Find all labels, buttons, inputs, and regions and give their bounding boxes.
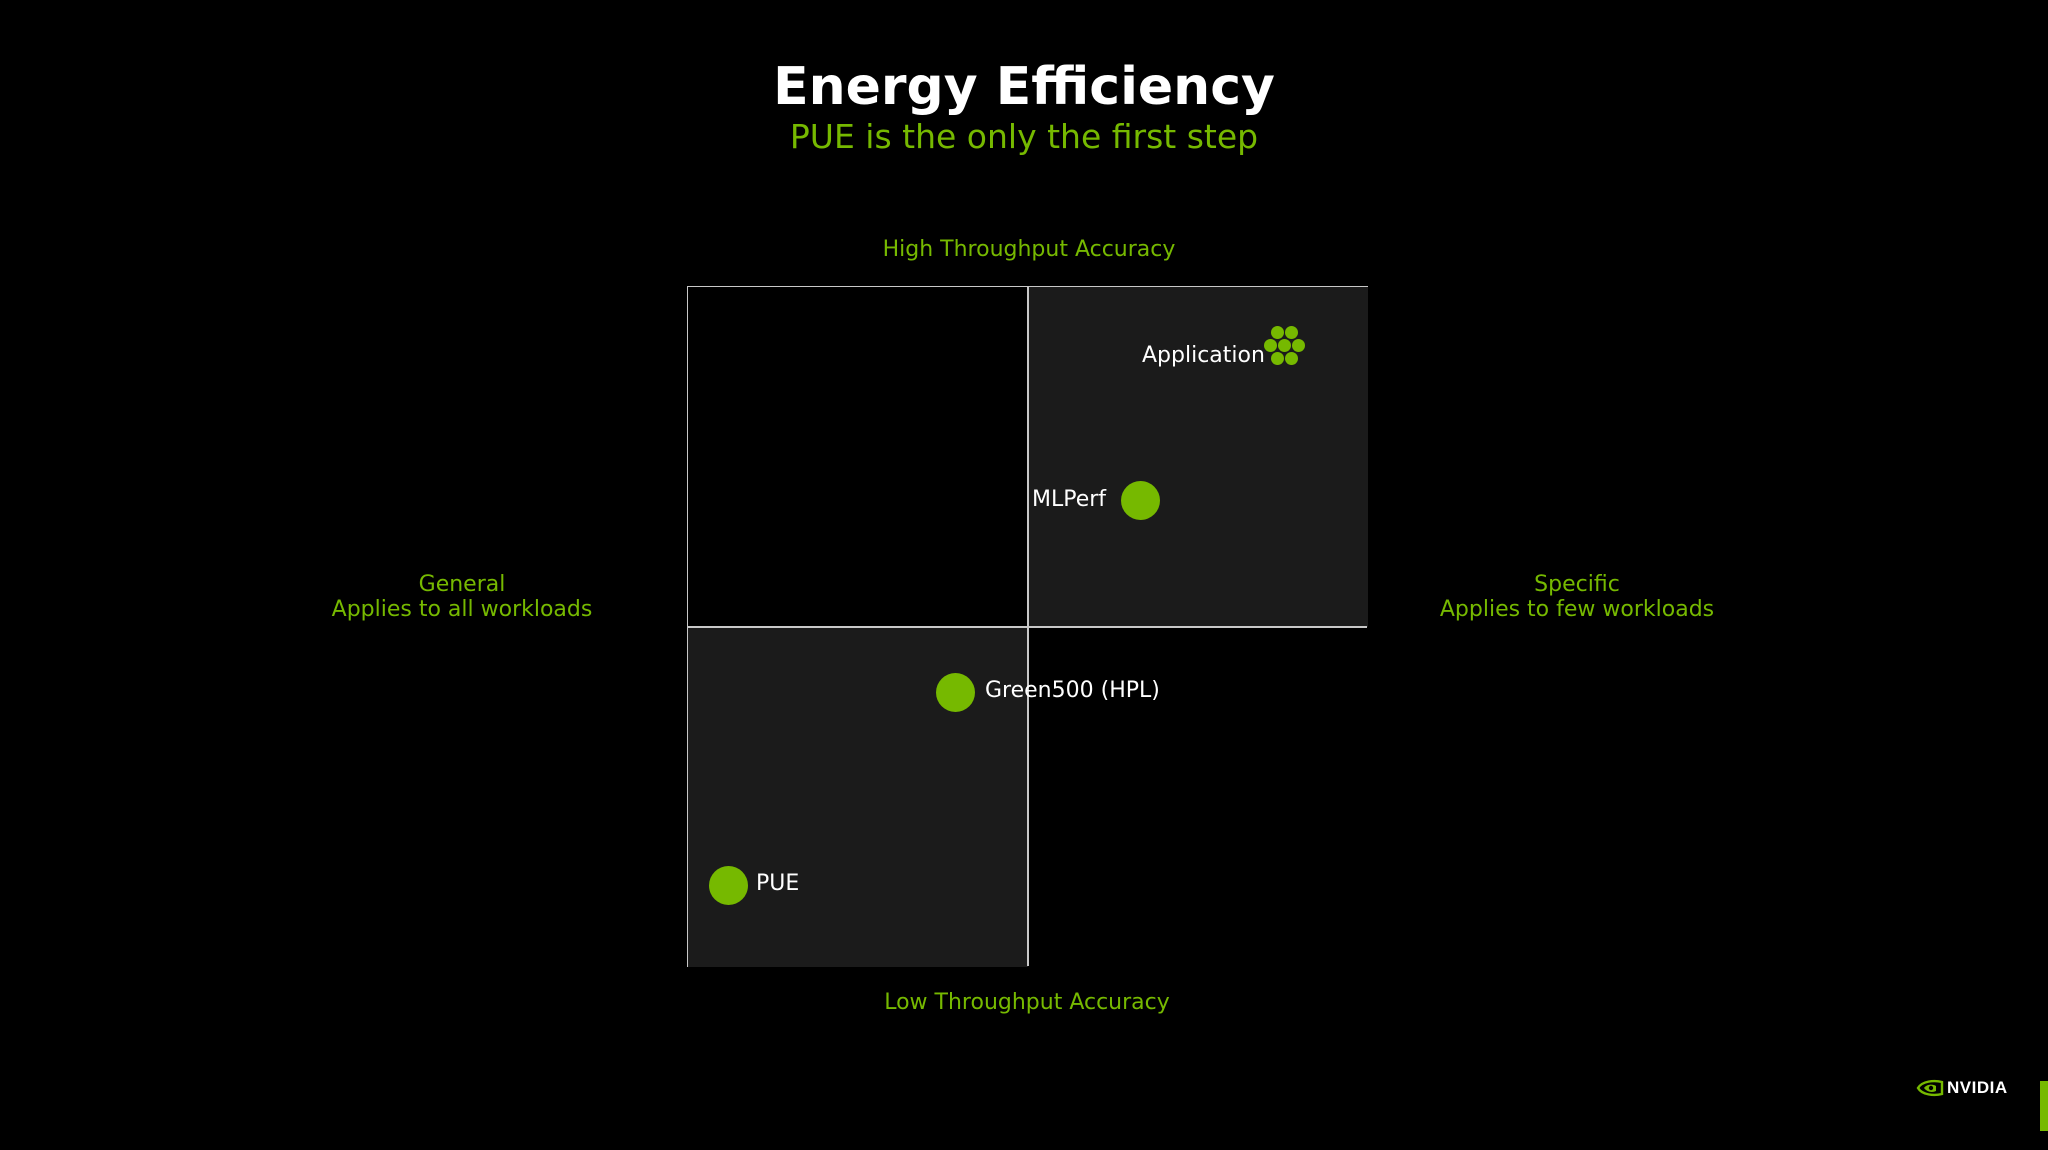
quadrant-top-right bbox=[1028, 287, 1368, 627]
accent-bar bbox=[2040, 1081, 2048, 1131]
cluster-dot bbox=[1278, 339, 1291, 352]
axis-label-left: General Applies to all workloads bbox=[262, 572, 662, 622]
slide-subtitle: PUE is the only the first step bbox=[789, 117, 1259, 156]
mlperf-label: MLPerf bbox=[1032, 487, 1107, 512]
nvidia-eye-icon bbox=[1916, 1079, 1944, 1097]
horizontal-divider bbox=[688, 626, 1367, 628]
axis-right-title: Specific bbox=[1534, 572, 1620, 597]
quadrant-grid bbox=[687, 286, 1368, 967]
green500-label: Green500 (HPL) bbox=[985, 678, 1160, 703]
logo-wordmark: NVIDIA bbox=[1947, 1078, 2008, 1097]
application-label: Application bbox=[1142, 343, 1265, 368]
axis-label-top: High Throughput Accuracy bbox=[882, 237, 1176, 262]
cluster-dot bbox=[1292, 339, 1305, 352]
slide-title: Energy Efficiency bbox=[773, 57, 1275, 117]
axis-left-description: Applies to all workloads bbox=[331, 597, 593, 622]
quadrant-bottom-right bbox=[1028, 627, 1368, 967]
cluster-dot bbox=[1285, 352, 1298, 365]
cluster-dot bbox=[1285, 326, 1298, 339]
cluster-dot bbox=[1271, 326, 1284, 339]
axis-label-right: Specific Applies to few workloads bbox=[1377, 572, 1777, 622]
dot-icon bbox=[936, 673, 975, 712]
cluster-dot bbox=[1271, 352, 1284, 365]
axis-right-description: Applies to few workloads bbox=[1439, 597, 1715, 622]
quadrant-top-left bbox=[688, 287, 1028, 627]
dot-icon bbox=[1121, 481, 1160, 520]
pue-label: PUE bbox=[756, 871, 800, 896]
cluster-dot bbox=[1264, 339, 1277, 352]
nvidia-logo: NVIDIA bbox=[1916, 1078, 2008, 1098]
quadrant-bottom-left bbox=[688, 627, 1028, 967]
axis-left-title: General bbox=[418, 572, 506, 597]
axis-label-bottom: Low Throughput Accuracy bbox=[884, 990, 1170, 1015]
dot-cluster-icon bbox=[1263, 326, 1311, 370]
dot-icon bbox=[709, 866, 748, 905]
